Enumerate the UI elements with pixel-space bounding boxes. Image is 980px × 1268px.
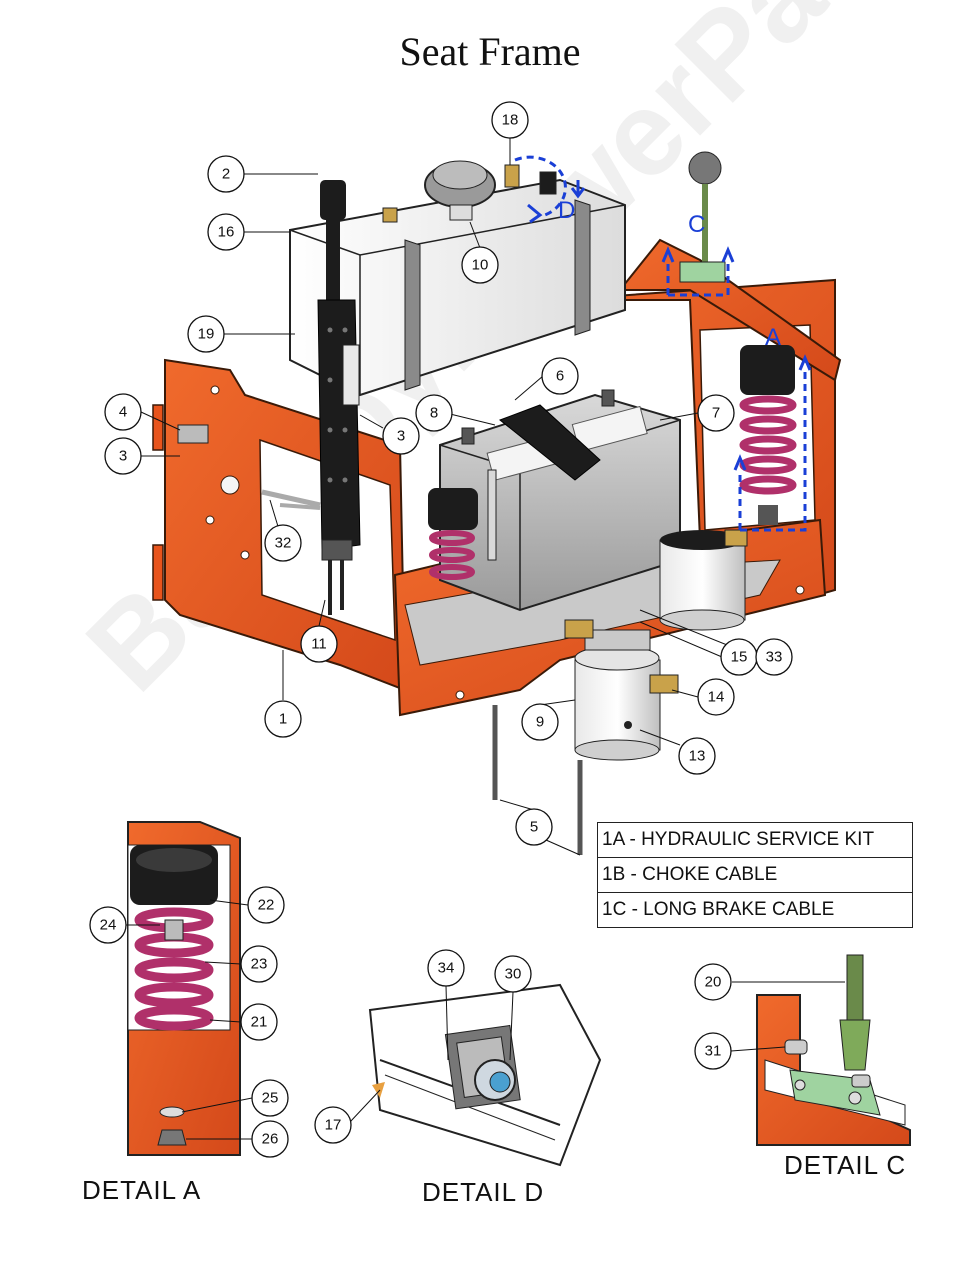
callout-2: 2 (222, 166, 230, 183)
control-lever-assembly (177, 180, 361, 615)
battery-hold-down (499, 404, 601, 481)
callout-25: 25 (262, 1090, 279, 1107)
callout-3: 3 (397, 428, 405, 445)
hydraulic-filter-upper (659, 529, 748, 631)
kit-1c: 1C - LONG BRAKE CABLE (597, 892, 913, 928)
view-marker-d: D (558, 197, 575, 224)
callout-31: 31 (705, 1043, 722, 1060)
callout-group (89, 101, 793, 1158)
service-kit-table: 1A - HYDRAULIC SERVICE KIT 1B - CHOKE CA… (597, 822, 913, 928)
callout-15: 15 (731, 649, 748, 666)
view-marker-a: A (765, 324, 781, 351)
callout-7: 7 (712, 405, 720, 422)
leader-lines (126, 138, 845, 1140)
view-marker-c: C (688, 211, 705, 238)
detail-a-label: DETAIL A (82, 1175, 202, 1205)
detail-c-view (756, 954, 911, 1146)
callout-6: 6 (556, 368, 564, 385)
callout-10: 10 (472, 257, 489, 274)
callout-11: 11 (311, 636, 327, 653)
hydraulic-tank (289, 160, 626, 397)
callout-32: 32 (275, 535, 292, 552)
seat-spring-left (428, 488, 478, 580)
callout-14: 14 (708, 689, 725, 706)
callout-34: 34 (438, 960, 455, 977)
detail-c-label: DETAIL C (784, 1150, 907, 1180)
kit-1a: 1A - HYDRAULIC SERVICE KIT (597, 822, 913, 858)
battery (439, 389, 681, 612)
page-title: Seat Frame (399, 29, 581, 74)
table-row: 1C - LONG BRAKE CABLE (597, 892, 913, 928)
callout-19: 19 (198, 326, 215, 343)
detail-d-arrow (514, 155, 567, 217)
seat-spring-right (739, 345, 797, 525)
callout-3: 3 (119, 448, 127, 465)
callout-23: 23 (251, 956, 268, 973)
hinge-pin-lower (152, 544, 164, 601)
callout-21: 21 (251, 1014, 268, 1031)
tank-strap-2 (574, 199, 591, 336)
kit-1b: 1B - CHOKE CABLE (597, 857, 913, 893)
callout-22: 22 (258, 897, 275, 914)
callout-24: 24 (100, 917, 117, 934)
callout-8: 8 (430, 405, 438, 422)
detail-a-view (127, 821, 241, 1156)
callout-26: 26 (262, 1131, 279, 1148)
callout-1: 1 (279, 711, 287, 728)
table-row: 1A - HYDRAULIC SERVICE KIT (597, 822, 913, 858)
callout-9: 9 (536, 714, 544, 731)
brake-lever (679, 151, 726, 283)
callout-33: 33 (766, 649, 783, 666)
callout-20: 20 (705, 974, 722, 991)
callout-18: 18 (502, 112, 519, 129)
hydraulic-filter-lower (492, 619, 679, 855)
detail-d-label: DETAIL D (422, 1177, 545, 1207)
table-row: 1B - CHOKE CABLE (597, 857, 913, 893)
callout-30: 30 (505, 966, 522, 983)
callout-16: 16 (218, 224, 235, 241)
callout-13: 13 (689, 748, 706, 765)
callout-5: 5 (530, 819, 538, 836)
view-markers (514, 155, 812, 532)
callout-4: 4 (119, 404, 127, 421)
callout-17: 17 (325, 1117, 342, 1134)
hinge-pin-upper (152, 404, 164, 451)
detail-d-view (368, 983, 602, 1167)
tank-strap-1 (404, 239, 421, 391)
